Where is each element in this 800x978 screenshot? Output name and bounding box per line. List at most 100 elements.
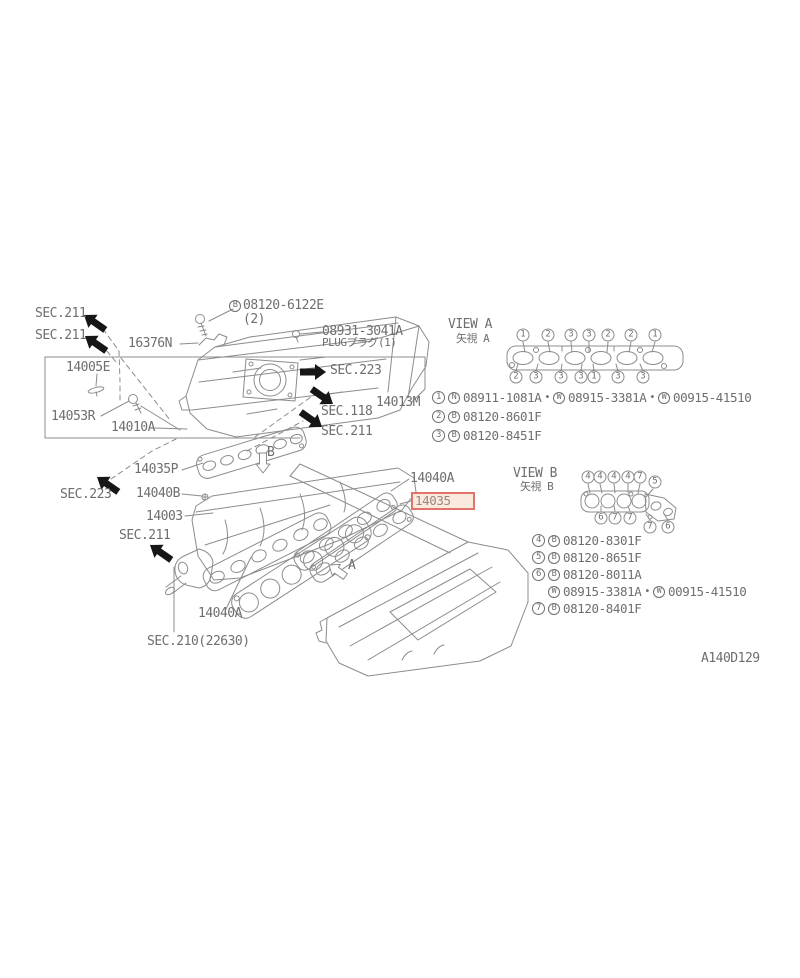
- hardware-icons: [87, 314, 300, 501]
- circled-b-icon: B: [229, 299, 241, 312]
- label-16376n: 16376N: [128, 336, 172, 351]
- view-a-gasket-drawing: [506, 345, 684, 371]
- part-number: 08120-8301F: [563, 533, 642, 548]
- callout-number-icon: 5: [532, 551, 545, 564]
- highlighted-part-14035: 14035: [411, 492, 475, 510]
- part-number: 08120-8401F: [563, 601, 642, 616]
- gasket-14040a-bottom-drawing: [231, 516, 372, 619]
- callout-circle: 6: [594, 511, 608, 525]
- view-b-title: VIEW B: [513, 466, 557, 481]
- callout-number-icon: 1: [432, 391, 445, 404]
- separator-dot: •: [544, 392, 551, 403]
- circled-b-icon: B: [448, 410, 460, 423]
- callout-circle: 7: [623, 511, 637, 525]
- circled-b-icon: B: [548, 551, 560, 564]
- bolt-14053r-icon: [128, 394, 142, 414]
- callout-number-icon: 7: [532, 602, 545, 615]
- separator-dot: •: [644, 586, 651, 597]
- label-14003: 14003: [146, 509, 183, 524]
- water-outlet-drawing: [174, 548, 214, 589]
- circled-b-icon: B: [548, 534, 560, 547]
- label-bolt-top: B 08120-6122E: [229, 299, 324, 312]
- part-number: 08915-3381A: [568, 390, 647, 405]
- label-sec211-top2: SEC.211: [35, 328, 87, 343]
- callout-number-icon: 2: [432, 410, 445, 423]
- label-sec211-mid: SEC.211: [119, 528, 171, 543]
- collector-drawing: [178, 316, 430, 438]
- callout-circle: 1: [587, 370, 601, 384]
- callout-circle: 3: [636, 370, 650, 384]
- part-number: 00915-41510: [668, 584, 747, 599]
- circled-w-icon: W: [658, 391, 671, 404]
- callout-circle: 6: [661, 520, 675, 534]
- view-a-title: VIEW A: [448, 317, 492, 332]
- label-plug-desc: PLUGプラグ(1): [322, 336, 397, 349]
- diagram-code: A140D129: [701, 651, 760, 666]
- label-14040a-bottom: 14040A: [198, 606, 242, 621]
- manifold-14003-drawing: [165, 467, 417, 596]
- separator-dot: •: [649, 392, 656, 403]
- callout-circle: 7: [608, 511, 622, 525]
- label-sec210: SEC.210(22630): [147, 634, 250, 649]
- part-number: 08120-8601F: [463, 409, 542, 424]
- dashed-leader-lines: [100, 328, 316, 480]
- part-number: 08915-3381A: [563, 584, 642, 599]
- gasket-14035p-drawing: [196, 426, 307, 479]
- callout-number-icon: 4: [532, 534, 545, 547]
- part-number: 08911-1081A: [463, 390, 542, 405]
- bolt-icon: [195, 314, 208, 337]
- view-b-letter: B: [267, 445, 275, 460]
- label-14053r: 14053R: [51, 409, 95, 424]
- label-14013m: 14013M: [376, 395, 420, 410]
- label-bolt-top-qty: (2): [243, 312, 265, 327]
- circled-w-icon: W: [553, 391, 566, 404]
- label-14040a-right: 14040A: [410, 471, 454, 486]
- callout-circle: 2: [601, 328, 615, 342]
- callout-circle: 3: [611, 370, 625, 384]
- callout-circle: 7: [643, 520, 657, 534]
- cylinder-head-drawing: [289, 463, 529, 677]
- callout-circle: 3: [529, 370, 543, 384]
- screw-14005e-icon: [87, 386, 105, 397]
- label-14035p: 14035P: [134, 462, 178, 477]
- view-a-title-jp: 矢視 A: [456, 332, 490, 345]
- callout-number-icon: 3: [432, 429, 445, 442]
- label-sec223-right: SEC.223: [330, 363, 382, 378]
- circled-n-icon: N: [448, 391, 460, 404]
- callout-circle: 1: [648, 328, 662, 342]
- callout-circle: 3: [564, 328, 578, 342]
- callout-circle: 4: [607, 470, 621, 484]
- label-plug-code: 08931-3041A: [322, 324, 403, 339]
- label-sec211-right: SEC.211: [321, 424, 373, 439]
- callout-circle: 2: [541, 328, 555, 342]
- part-number: 08120-8011A: [563, 567, 642, 582]
- circled-w-icon: W: [548, 585, 560, 598]
- circled-w-icon: W: [653, 585, 666, 598]
- label-14010a: 14010A: [111, 420, 155, 435]
- leader-lines: [95, 308, 412, 633]
- callout-circle: 4: [593, 470, 607, 484]
- frame-bracket: [44, 356, 426, 439]
- label-sec223-left: SEC.223: [60, 487, 112, 502]
- callout-circle: 3: [554, 370, 568, 384]
- callout-circle: 3: [582, 328, 596, 342]
- callout-circle: 7: [633, 470, 647, 484]
- callout-circle: 3: [574, 370, 588, 384]
- circled-b-icon: B: [548, 568, 560, 581]
- label-sec118: SEC.118: [321, 404, 373, 419]
- circled-b-icon: B: [548, 602, 560, 615]
- circled-b-icon: B: [448, 429, 460, 442]
- part-number: 08120-8451F: [463, 428, 542, 443]
- view-b-title-jp: 矢視 B: [520, 480, 554, 493]
- callout-number-icon: 6: [532, 568, 545, 581]
- part-number: 08120-8651F: [563, 550, 642, 565]
